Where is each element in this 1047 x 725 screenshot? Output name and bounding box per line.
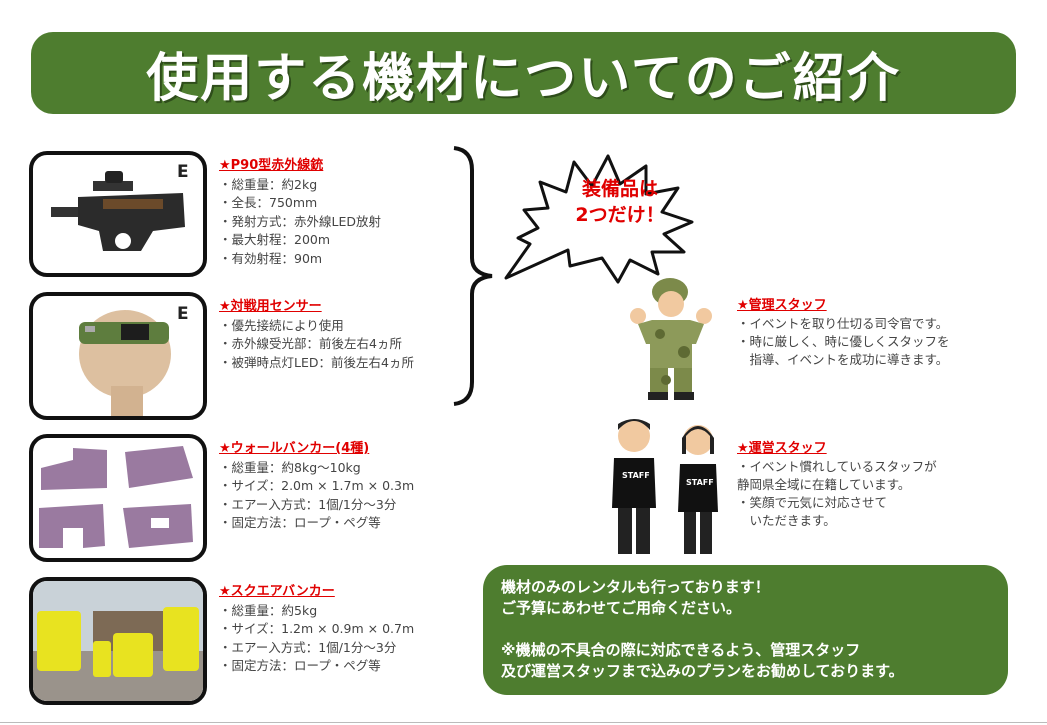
gun-icon [51, 171, 185, 251]
spec-line: ・発射方式：赤外線LED放射 [219, 213, 381, 229]
spec-line: ・被弾時点灯LED：前後左右4ヵ所 [219, 354, 414, 370]
spec-line: ・固定方法：ロープ・ペグ等 [219, 658, 381, 673]
speech-burst-icon [504, 154, 694, 284]
staff-shirt-label: STAFF [686, 478, 714, 487]
equipment-badge-e: E [177, 304, 189, 324]
staff-line: ・イベントを取り仕切る司令官です。 [737, 316, 949, 331]
staff-line: いただきます。 [737, 513, 836, 528]
spec-title: ★対戦用センサー [219, 299, 322, 314]
callout-line-1: 装備品は [581, 178, 658, 200]
sensor-spec: ★対戦用センサー ・優先接続により使用 ・赤外線受光部：前後左右4ヵ所 ・被弾時… [219, 298, 414, 372]
title-banner: 使用する機材についてのご紹介 [31, 32, 1016, 114]
spec-line: ・赤外線受光部：前後左右4ヵ所 [219, 336, 402, 351]
spec-line: ・全長：750mm [219, 195, 318, 210]
notice-line: 機材のみのレンタルも行っております！ [501, 578, 770, 596]
page-title: 使用する機材についてのご紹介 [146, 48, 901, 109]
equipment-badge-e: E [177, 162, 189, 182]
operations-staff-info: ★運営スタッフ ・イベント慣れしているスタッフが 静岡県全域に在籍しています。 … [737, 440, 937, 530]
rental-notice-box: 機材のみのレンタルも行っております！ ご予算にあわせてご用命ください。 ※機械の… [483, 565, 1008, 695]
callout-text: 装備品は 2つだけ！ [560, 176, 680, 228]
spec-line: ・総重量：約5kg [219, 602, 318, 618]
management-staff-info: ★管理スタッフ ・イベントを取り仕切る司令官です。 ・時に厳しく、時に優しくスタ… [737, 297, 950, 369]
spec-line: ・サイズ：2.0m × 1.7m × 0.3m [219, 478, 415, 493]
spec-line: ・エアー入方式：1個/1分～3分 [219, 639, 397, 655]
staff-line: ・イベント慣れしているスタッフが [737, 459, 937, 474]
spec-line: ・サイズ：1.2m × 0.9m × 0.7m [219, 621, 415, 636]
spec-line: ・最大射程：200m [219, 232, 331, 247]
staff-shirt-label: STAFF [622, 471, 650, 480]
spec-line: ・固定方法：ロープ・ペグ等 [219, 515, 381, 530]
notice-line: ※機械の不具合の際に対応できるよう、管理スタッフ [501, 641, 861, 659]
square-bunker-icon [33, 581, 203, 701]
commander-illustration [630, 278, 712, 400]
spec-title: ★P90型赤外線銃 [219, 158, 324, 173]
wall-bunker-icon [39, 446, 193, 548]
p90-gun-image [29, 151, 207, 277]
bracket-callout [453, 146, 694, 406]
operations-staff-illustration [612, 419, 718, 554]
p90-gun-spec: ★P90型赤外線銃 ・総重量：約2kg ・全長：750mm ・発射方式：赤外線L… [219, 157, 381, 268]
staff-line: 静岡県全域に在籍しています。 [737, 477, 911, 492]
sensor-image [29, 292, 207, 420]
spec-title: ★スクエアバンカー [219, 584, 335, 599]
wall-bunker-image [29, 434, 207, 562]
headband-icon [79, 310, 171, 416]
notice-line: 及び運営スタッフまで込みのプランをお勧めしております。 [501, 662, 904, 680]
staff-line: ・時に厳しく、時に優しくスタッフを [737, 334, 950, 349]
spec-line: ・エアー入方式：1個/1分～3分 [219, 496, 397, 512]
square-bunker-image [29, 577, 207, 705]
page-divider [0, 722, 1047, 723]
wall-bunker-spec: ★ウォールバンカー(4種) ・総重量：約8kg～10kg ・サイズ：2.0m ×… [219, 440, 414, 533]
spec-title: ★ウォールバンカー(4種) [219, 441, 370, 456]
spec-line: ・優先接続により使用 [219, 317, 344, 333]
staff-line: 指導、イベントを成功に導きます。 [737, 352, 949, 367]
staff-title: ★運営スタッフ [737, 441, 827, 456]
square-bunker-spec: ★スクエアバンカー ・総重量：約5kg ・サイズ：1.2m × 0.9m × 0… [219, 583, 414, 676]
callout-line-2: 2つだけ！ [575, 204, 665, 226]
staff-title: ★管理スタッフ [737, 298, 827, 313]
notice-line: ご予算にあわせてご用命ください。 [501, 599, 742, 617]
spec-line: ・総重量：約8kg～10kg [219, 459, 361, 475]
staff-line: ・笑顔で元気に対応させて [737, 495, 888, 510]
spec-line: ・総重量：約2kg [219, 176, 318, 192]
spec-line: ・有効射程：90m [219, 250, 323, 266]
